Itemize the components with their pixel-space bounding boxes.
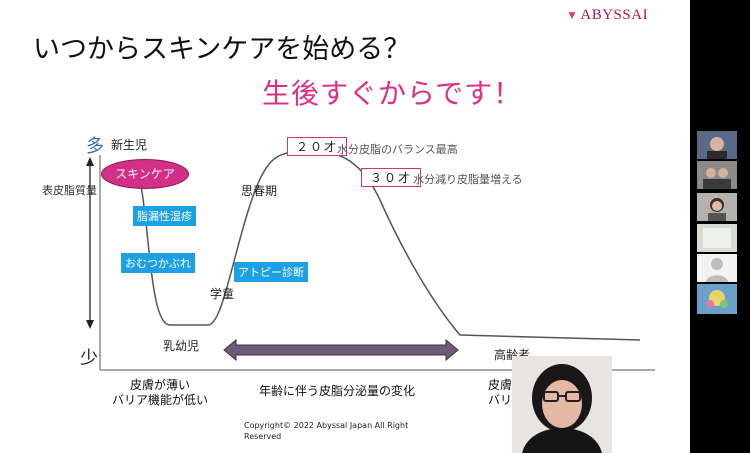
peak-age-20: ２０才 [287,137,348,156]
age-change-arrow [223,338,459,362]
participant-thumbnail[interactable] [697,284,737,314]
participant-thumbnail[interactable] [697,131,737,159]
slide-title: いつからスキンケアを始める？ [33,34,411,65]
participant-video-icon [697,284,737,314]
participant-thumbnail[interactable] [697,193,737,221]
stage-school-child: 学童 [210,287,235,301]
participant-video-icon [697,193,737,221]
participant-avatar-icon [697,254,737,282]
age-change-caption: 年齢に伴う皮脂分泌量の変化 [259,384,416,398]
brand-name: ABYSSAI [580,7,649,23]
participant-thumbnail[interactable] [697,254,737,282]
participant-video-icon [697,224,737,252]
participant-video-icon [697,161,737,189]
stage-puberty: 思春期 [241,184,278,198]
y-arrow-head-down [86,320,94,329]
peak-note-30: 水分減り皮脂量増える [413,173,523,186]
copyright-notice: Copyright© 2022 Abyssal Japan All Right … [244,421,409,441]
y-arrow-head-up [86,157,94,166]
slide-subtitle: 生後すぐからです！ [262,77,523,110]
participant-thumbnail[interactable] [697,224,737,252]
condition-badge-seborrheic: 脂漏性湿疹 [133,206,196,226]
bottom-left-line-1: 皮膚が薄い [130,378,191,392]
condition-badge-atopy: アトピー診断 [234,262,308,282]
brand-mark-icon: ▼ [566,8,579,22]
condition-badge-diaper-rash: おむつかぶれ [121,253,195,273]
skincare-highlight: スキンケア [101,159,189,189]
bottom-left-line-2: バリア機能が低い [112,393,209,407]
y-axis-name: 表皮脂質量 [42,184,97,197]
peak-note-20: 水分皮脂のバランス最高 [337,143,458,156]
presenter-avatar-icon [512,356,612,453]
participant-video-icon [697,131,737,159]
y-axis-label-low: 少 [80,348,98,369]
presenter-video [512,356,612,453]
y-axis-label-high: 多 [86,136,104,157]
brand-logo: ▼ABYSSAI [566,7,648,24]
bottom-left-caption: 皮膚が薄い バリア機能が低い [112,378,208,408]
participant-thumbnail[interactable] [697,161,737,189]
presentation-slide: ▼ABYSSAI いつからスキンケアを始める？ 生後すぐからです！ 多 少 表皮… [0,0,690,453]
peak-age-30: ３０才 [361,168,422,187]
stage-infant: 乳幼児 [163,339,200,353]
stage-newborn: 新生児 [111,138,148,152]
sebum-curve [139,151,641,341]
